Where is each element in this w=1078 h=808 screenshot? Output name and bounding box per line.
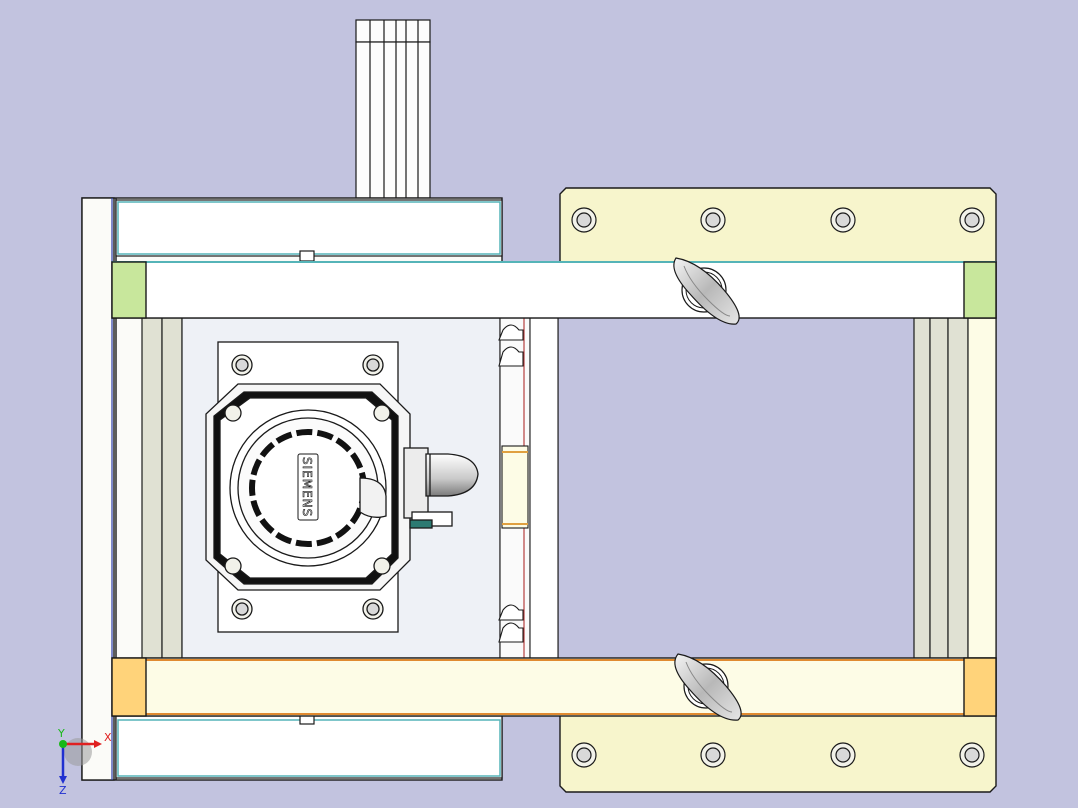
bolt-hole-icon [830, 742, 856, 768]
bolt-hole-icon [830, 207, 856, 233]
bolt-hole-icon [571, 742, 597, 768]
y-axis-label: Y [57, 727, 65, 740]
bolt-hole-icon [362, 354, 384, 376]
x-axis-label: X [104, 731, 112, 744]
slider-guides [498, 317, 559, 659]
top-cross-beam [111, 261, 997, 319]
right-side-rails [913, 317, 997, 659]
left-side-rails [141, 317, 183, 659]
bolt-holes [571, 207, 985, 768]
coordinate-triad[interactable]: X Y Z [57, 727, 112, 797]
plate-cutout [558, 318, 914, 658]
z-axis-label: Z [59, 784, 67, 797]
lifting-ring-icon [673, 257, 740, 325]
bolt-hole-icon [959, 742, 985, 768]
y-axis-dot [59, 740, 67, 748]
bolt-hole-icon [231, 598, 253, 620]
bottom-cross-beam [111, 657, 997, 717]
bolt-hole-icon [571, 207, 597, 233]
bolt-hole-icon [231, 354, 253, 376]
bolt-hole-icon [700, 742, 726, 768]
bolt-hole-icon [362, 598, 384, 620]
bolt-hole-icon [959, 207, 985, 233]
servo-motor-icon: SIEMENS [205, 341, 479, 633]
cable-bundle [355, 19, 431, 199]
motor-brand-label: SIEMENS [300, 457, 314, 517]
lifting-ring-icon [674, 653, 742, 721]
bolt-hole-icon [700, 207, 726, 233]
frame-covers [115, 199, 503, 779]
